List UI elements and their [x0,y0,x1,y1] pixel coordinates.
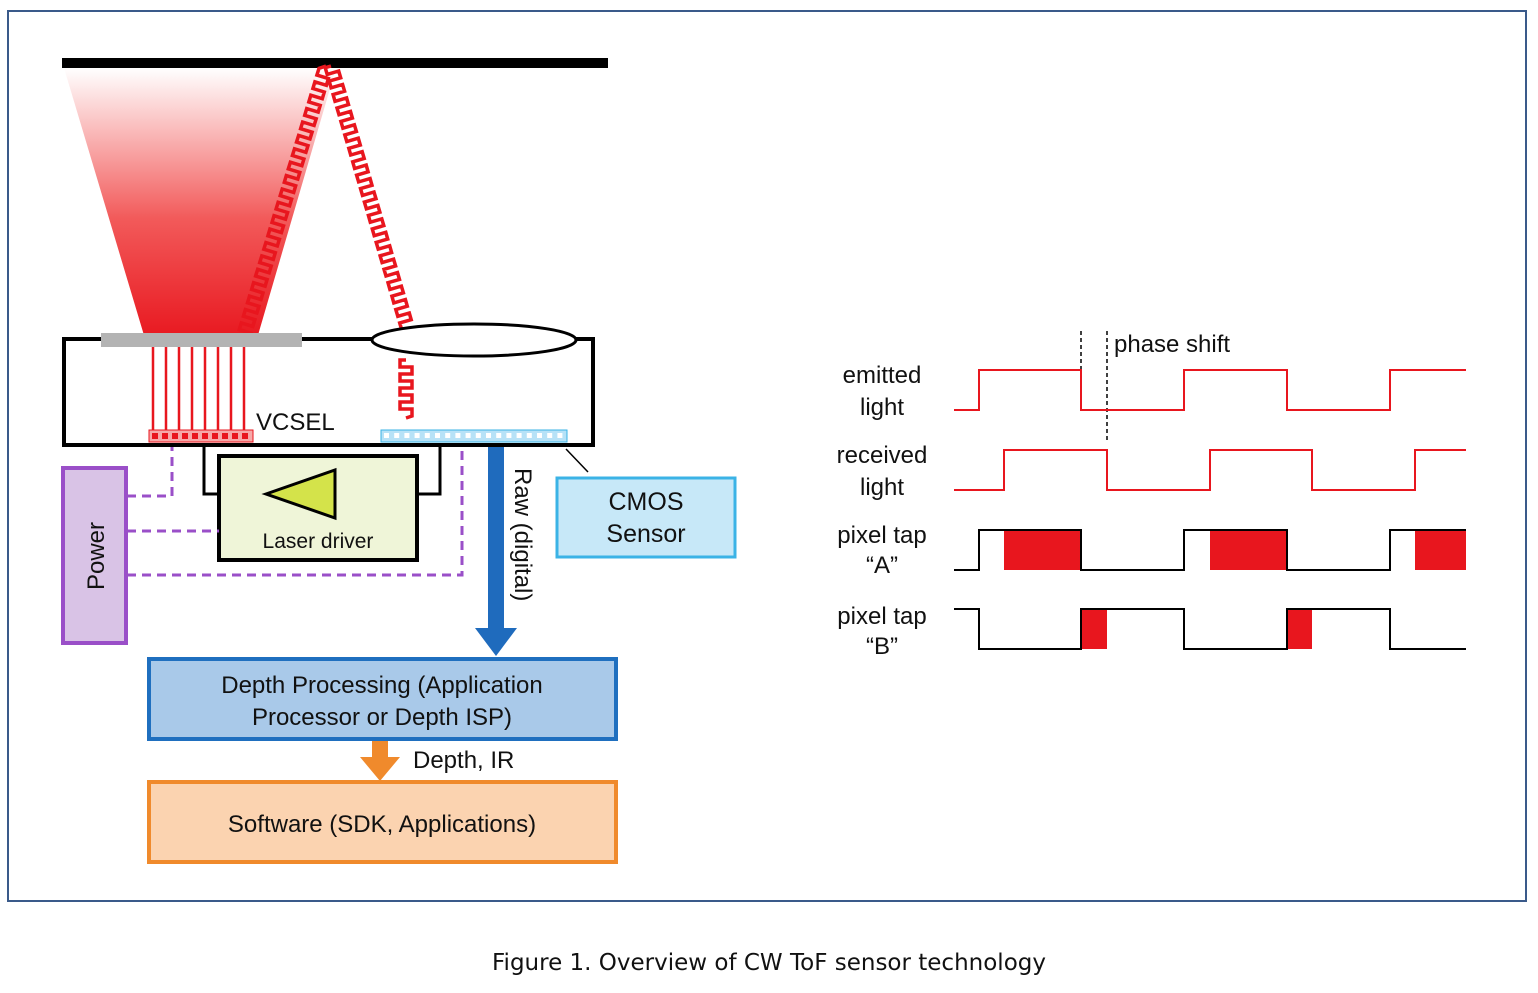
cmos-pixel [496,433,502,438]
vcsel-emitter [152,433,158,439]
software-label: Software (SDK, Applications) [228,811,536,838]
tap-integration-windows [1004,530,1466,649]
cmos-pixel [486,433,491,438]
vcsel-emitter [182,433,188,439]
cmos-leader-line [565,448,589,473]
tap-b-window [1287,609,1312,649]
software-box [147,780,618,864]
vcsel-emitter [212,433,218,439]
cmos-pixel [506,433,512,438]
cmos-sensor-box [555,476,737,559]
cmos-pixel [526,433,532,438]
cmos-pixel-array [380,429,568,443]
vcsel-emitter [232,433,238,439]
raw-arrow-shaft [488,447,504,629]
received-light-ray [398,358,414,420]
emitted-light-ray [237,64,331,342]
cmos-label-line1: CMOS [609,488,684,516]
cmos-pixel [394,433,400,438]
tof-diagram: VCSEL CMOS Sensor Laser driver Power Raw… [61,58,1466,864]
tap-a-label-line2: “A” [866,552,898,579]
cmos-pixel [435,433,440,438]
vcsel-emitter [192,433,198,439]
tap-b-label-line2: “B” [866,633,898,660]
depth-ir-arrow-shaft [372,741,388,758]
diffuser [101,333,302,347]
tap-a-waveform [954,529,1466,571]
cmos-pixel [445,433,451,438]
reflected-light-ray [323,64,414,332]
tap-b-label-line1: pixel tap [837,603,926,630]
received-label-line2: light [860,474,904,501]
power-line-cmos [127,447,464,577]
received-label-line1: received [837,442,928,469]
vcsel-emitter [242,433,248,439]
receiver-lens [370,322,578,358]
cmos-label-line2: Sensor [606,520,685,548]
vcsel-emitter [172,433,178,439]
depth-ir-label: Depth, IR [413,747,514,774]
laser-driver-label: Laser driver [263,530,374,553]
power-line-vcsel [127,447,174,498]
raw-arrow-head [475,628,517,656]
tap-a-label-line1: pixel tap [837,522,926,549]
cmos-pixel [455,433,461,438]
cmos-pixel [424,433,430,438]
emitted-beam-cone [64,68,336,342]
waveforms [954,369,1466,650]
cmos-pixel [516,433,522,438]
vcsel-emitter [162,433,168,439]
phase-shift-label: phase shift [1114,331,1230,358]
vcsel-emitter [222,433,228,439]
depth-processing-line2: Processor or Depth ISP) [252,704,512,731]
tap-a-window [1210,530,1287,570]
vcsel-label: VCSEL [256,409,335,436]
cmos-pixel [547,433,553,438]
tap-a-window [1415,530,1466,570]
depth-processing-box [147,657,618,741]
power-box [61,466,128,645]
signal-labels: emitted light received light pixel tap “… [837,362,928,660]
cmos-pixel [475,433,481,438]
raw-digital-label: Raw (digital) [509,468,536,601]
cmos-pixel [557,433,563,438]
emitted-label-line2: light [860,394,904,421]
vcsel-emission-lines [151,347,246,430]
depth-ir-arrow-head [360,757,400,781]
depth-processing-line1: Depth Processing (Application [221,672,543,699]
module-housing [62,337,595,447]
power-lines [127,447,464,577]
received-waveform [954,449,1466,491]
vcsel-array [148,429,254,443]
tap-b-window [1081,609,1107,649]
cmos-pixel [404,433,410,438]
tap-b-waveform [954,608,1466,650]
target-surface [62,58,608,68]
cmos-pixel [465,433,471,438]
emitted-label-line1: emitted [843,362,922,389]
emitted-waveform [954,369,1466,411]
cmos-pixel [414,433,420,438]
power-label: Power [83,522,110,590]
tap-a-window [1004,530,1081,570]
cmos-pixel [384,433,389,438]
figure-caption: Figure 1. Overview of CW ToF sensor tech… [492,950,1046,976]
vcsel-emitter [202,433,208,439]
cmos-pixel [537,433,542,438]
amplifier-symbol [261,467,337,521]
